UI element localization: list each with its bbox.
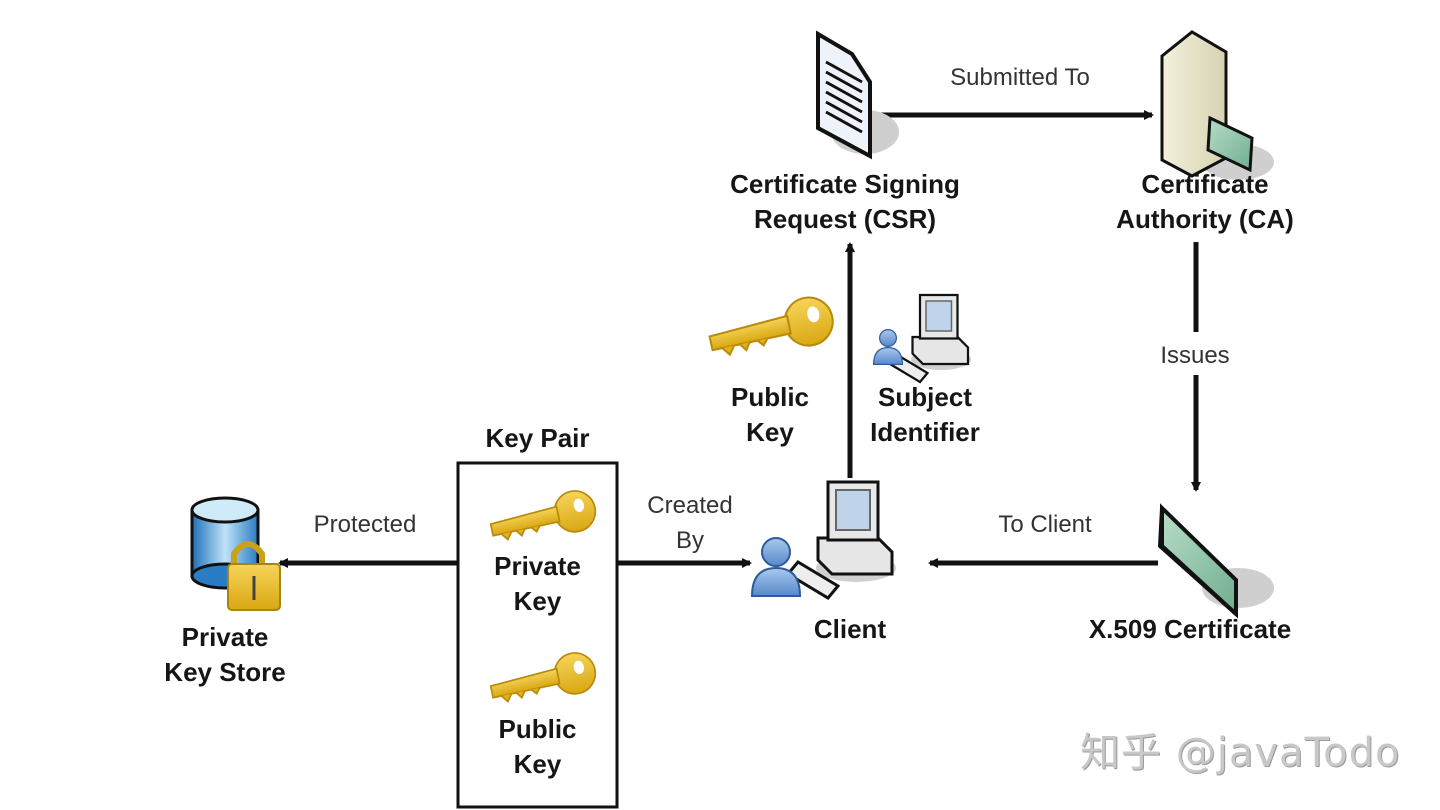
- server-icon: [1160, 30, 1274, 180]
- key-pair-title: Key Pair: [485, 423, 590, 453]
- public-key-label: Public Key: [730, 382, 809, 447]
- client-computer-icon: [786, 480, 898, 600]
- edge-label-created-by: Created By: [647, 492, 733, 554]
- public-key-pair-icon: [486, 648, 600, 712]
- public-key-pair-label: Public Key: [498, 714, 577, 779]
- csr-label: Certificate Signing Request (CSR): [730, 169, 960, 234]
- ca-label: Certificate Authority (CA): [1116, 169, 1294, 234]
- edge-label-to-client: To Client: [998, 511, 1092, 538]
- subject-user-icon: [872, 329, 904, 365]
- public-key-icon: [704, 292, 839, 367]
- certificate-icon: [1157, 503, 1274, 619]
- client-label: Client: [813, 614, 887, 644]
- edge-label-protected: Protected: [313, 511, 417, 538]
- certificate-label: X.509 Certificate: [1088, 614, 1292, 644]
- key-pair-box: [456, 461, 619, 809]
- database-lock-icon: [190, 496, 281, 611]
- watermark: 知乎 @javaTodo: [1080, 730, 1401, 776]
- subject-identifier-icon: [888, 293, 973, 384]
- private-key-label: Private Key: [494, 551, 581, 616]
- edge-label-issues: Issues: [1160, 342, 1230, 369]
- edge-label-submitted-to: Submitted To: [950, 64, 1090, 91]
- document-icon: [816, 30, 899, 160]
- private-key-icon: [486, 486, 600, 550]
- subject-identifier-label: Subject Identifier: [870, 382, 980, 447]
- private-key-store-label: Private Key Store: [164, 622, 286, 687]
